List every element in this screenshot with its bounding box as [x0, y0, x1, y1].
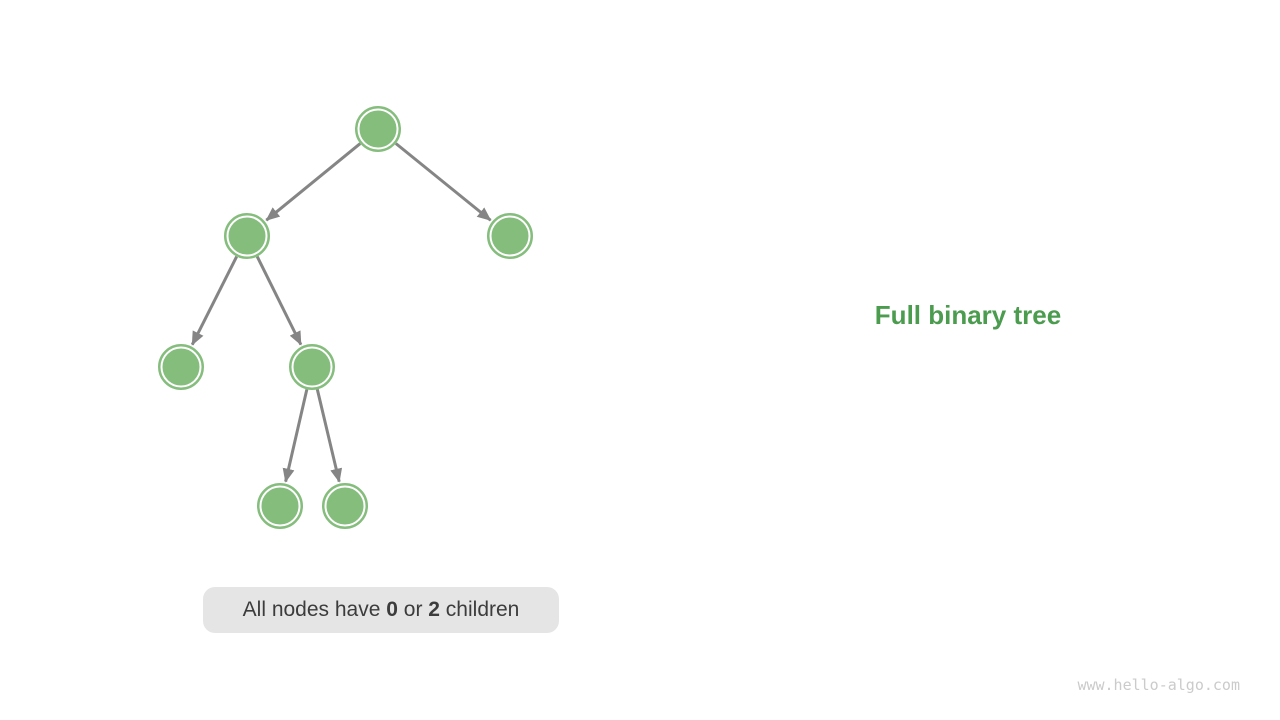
- caption-text-mid: or: [397, 598, 429, 621]
- watermark: www.hello-algo.com: [1077, 676, 1240, 694]
- tree-node: [322, 483, 368, 529]
- tree-node: [289, 344, 335, 390]
- tree-edge: [265, 142, 362, 222]
- tree-edge: [190, 255, 238, 346]
- tree-node: [355, 106, 401, 152]
- tree-node: [158, 344, 204, 390]
- tree-edge: [394, 142, 492, 222]
- tree-node: [257, 483, 303, 529]
- caption-bold-two: 2: [428, 598, 440, 621]
- diagram-title: Full binary tree: [874, 300, 1062, 330]
- tree-edge: [282, 389, 309, 483]
- caption-text-suffix: children: [439, 598, 520, 621]
- tree-edge: [315, 389, 343, 483]
- caption-bold-zero: 0: [386, 598, 398, 621]
- tree-edge: [255, 255, 303, 346]
- tree-node: [224, 213, 270, 259]
- caption-text-prefix: All nodes have: [242, 598, 387, 621]
- caption-box: All nodes have 0 or 2 children: [203, 587, 559, 633]
- tree-node: [487, 213, 533, 259]
